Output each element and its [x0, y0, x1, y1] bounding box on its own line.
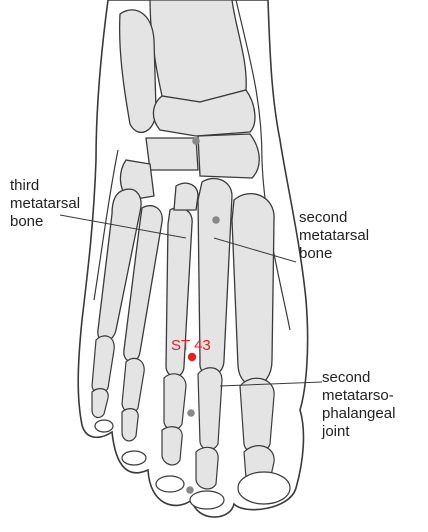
cuneiform-bone-2	[197, 133, 260, 179]
phalanx-2a	[197, 367, 223, 451]
phalanx-5b	[91, 388, 109, 419]
outer-skin-line	[93, 149, 119, 301]
label-line: second	[322, 369, 371, 386]
label-line: third	[10, 177, 40, 194]
second-metatarsal	[197, 177, 233, 376]
label-line: metatarsal	[10, 195, 81, 212]
phalanx-3b	[161, 426, 183, 466]
inner-outline	[235, 0, 291, 331]
medial-tarsal-bone	[118, 9, 157, 134]
label-second-metatarsal: second metatarsal bone	[299, 209, 369, 263]
cuneiform-small	[173, 182, 199, 211]
phalanges	[91, 335, 275, 490]
metatarsal-bones	[97, 177, 275, 387]
label-line: phalangeal	[322, 405, 396, 422]
phalanx-4b	[121, 408, 139, 442]
toenails	[94, 419, 291, 510]
marker-toe-1	[187, 409, 195, 417]
marker-toe-2	[186, 486, 194, 494]
leader-lines	[59, 214, 323, 387]
phalanx-2b	[195, 446, 219, 490]
cuneiform-bone-1	[145, 137, 199, 171]
navicular-bone	[152, 89, 256, 137]
marker-tarsal	[192, 137, 200, 145]
first-metatarsal	[231, 192, 275, 387]
toenail-4	[121, 450, 147, 466]
label-line: bone	[299, 245, 333, 262]
phalanx-3a	[163, 373, 187, 431]
label-line: metatarsal	[299, 227, 370, 244]
acupoint-st43-dot	[187, 352, 197, 362]
toenail-1	[237, 471, 291, 505]
acupoint-label: ST 43	[171, 337, 211, 354]
label-line: bone	[10, 213, 44, 230]
second-metatarsal-leader	[213, 237, 297, 263]
marker-second-metatarsal	[212, 216, 220, 224]
label-joint: second metatarso- phalangeal joint	[322, 369, 395, 441]
label-third-metatarsal: third metatarsal bone	[10, 177, 80, 231]
phalanx-1a	[239, 377, 275, 454]
toenail-3	[155, 475, 185, 493]
phalanx-4a	[121, 357, 145, 414]
toenail-2	[189, 490, 225, 510]
label-line: metatarso-	[322, 387, 394, 404]
joint-leader	[219, 381, 323, 387]
third-metatarsal-leader	[59, 214, 187, 239]
markers	[186, 137, 220, 494]
label-line: joint	[322, 423, 350, 440]
talus-bone	[149, 0, 247, 103]
tarsal-bones	[118, 0, 260, 201]
toenail-5	[94, 419, 114, 433]
fourth-metatarsal	[123, 205, 163, 363]
label-line: second	[299, 209, 348, 226]
